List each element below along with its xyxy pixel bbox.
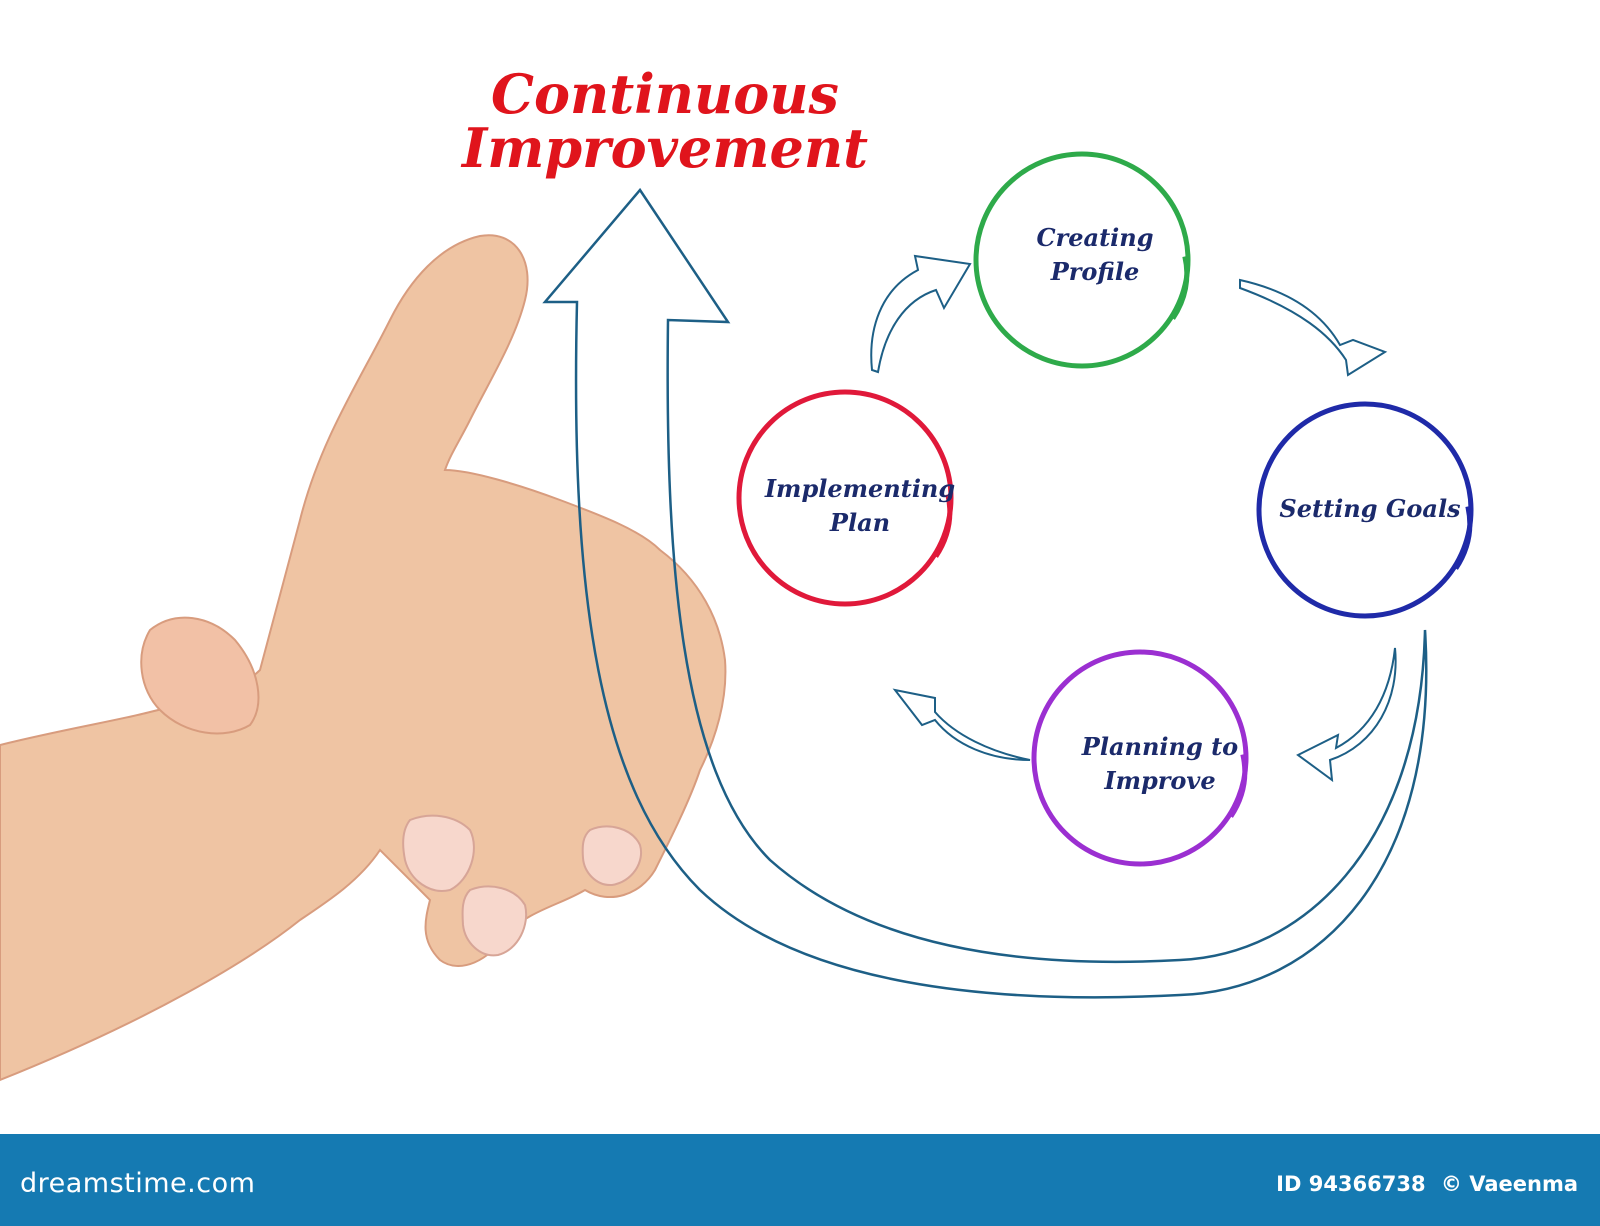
node-planning-to-improve: Planning to Improve bbox=[1060, 730, 1260, 798]
arrow-creating-to-setting bbox=[1239, 278, 1388, 377]
arrow-setting-to-planning bbox=[1296, 647, 1397, 783]
pointing-hand-image bbox=[0, 234, 727, 1082]
circle-tail-creating-profile bbox=[1170, 255, 1190, 320]
node-setting-goals: Setting Goals bbox=[1270, 492, 1470, 526]
node-creating-profile: Creating Profile bbox=[1000, 221, 1190, 289]
node-creating-profile-line-2: Profile bbox=[1050, 257, 1140, 286]
node-creating-profile-line-1: Creating bbox=[1036, 223, 1154, 252]
footer-bar bbox=[0, 1134, 1600, 1226]
footer-credit: ID 94366738 © Vaeenma bbox=[1268, 1172, 1578, 1196]
node-implementing-plan-line-1: Implementing bbox=[764, 474, 956, 503]
continuous-improvement-arrow bbox=[542, 187, 1428, 999]
footer-brand: dreamstime.com bbox=[20, 1168, 256, 1199]
node-implementing-plan-line-2: Plan bbox=[829, 508, 891, 537]
cycle-circles bbox=[736, 151, 1474, 867]
node-planning-to-improve-line-2: Improve bbox=[1104, 766, 1216, 795]
circle-tail-implementing-plan bbox=[933, 493, 953, 558]
footer-author: © Vaeenma bbox=[1440, 1172, 1578, 1196]
node-setting-goals-line-1: Setting Goals bbox=[1279, 494, 1461, 523]
circle-tail-planning-to-improve bbox=[1228, 753, 1248, 818]
footer-image-id: ID 94366738 bbox=[1276, 1172, 1426, 1196]
arrow-planning-to-implementing bbox=[892, 688, 1031, 761]
title-line-2: Improvement bbox=[461, 116, 869, 180]
node-implementing-plan: Implementing Plan bbox=[760, 472, 960, 540]
arrow-implementing-to-creating bbox=[870, 254, 972, 374]
circle-tail-setting-goals bbox=[1453, 505, 1473, 570]
node-planning-to-improve-line-1: Planning to bbox=[1081, 732, 1239, 761]
title-line-1: Continuous bbox=[491, 62, 839, 126]
